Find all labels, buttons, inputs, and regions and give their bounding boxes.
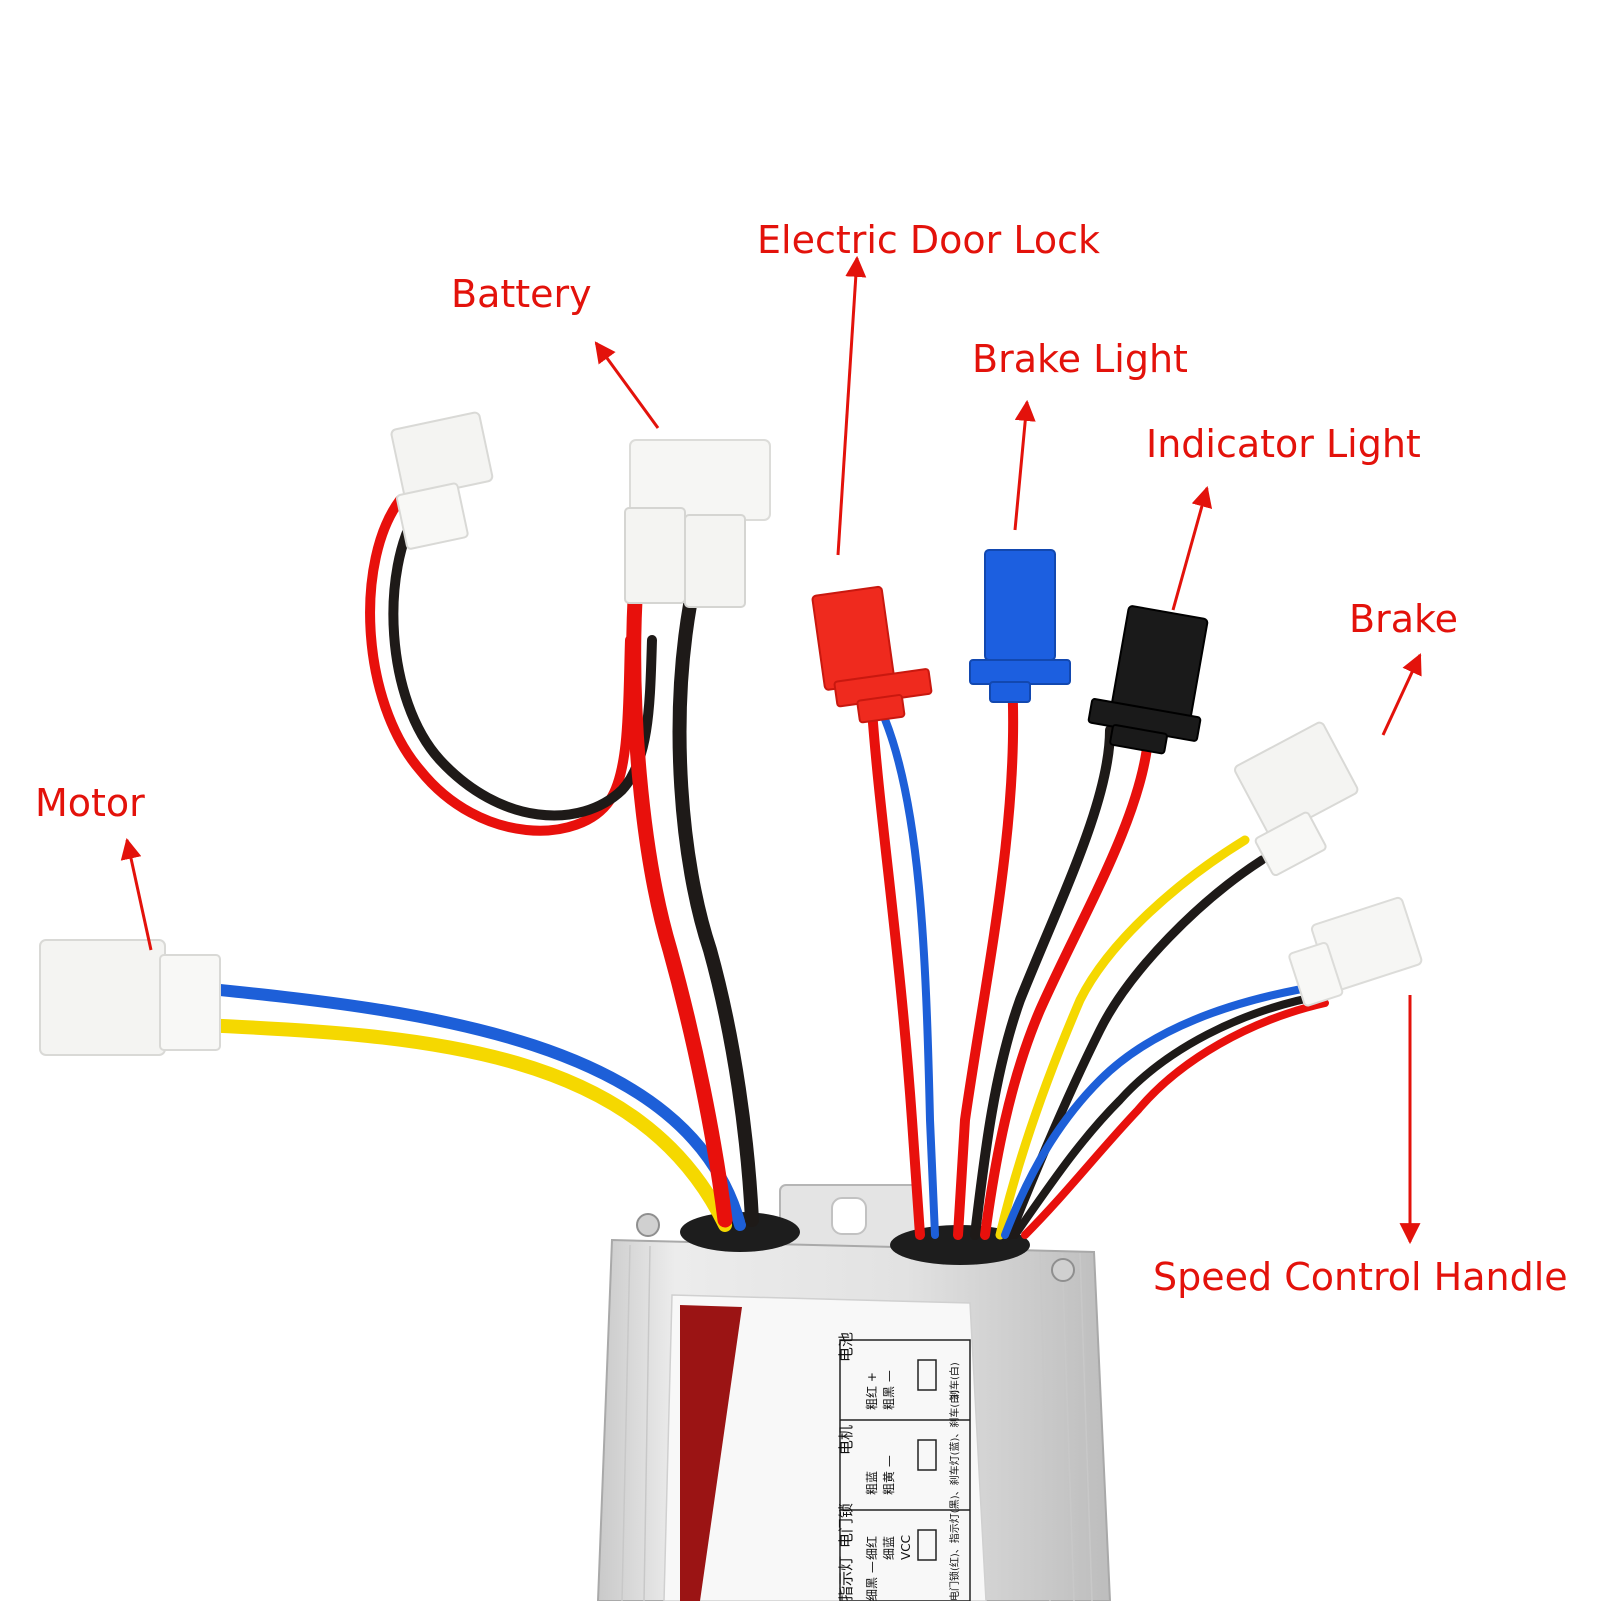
sticker-diagram-box <box>839 1339 971 1601</box>
housing-screw-right <box>1051 1258 1075 1282</box>
sticker-col4-sub: 细黑 — <box>865 1561 879 1601</box>
label-motor: Motor <box>35 781 145 825</box>
wire-door-lock-red <box>867 705 925 1240</box>
wire-battery-loop-black <box>388 505 657 821</box>
wire-indicator-black <box>970 725 1115 1240</box>
arrow-electric-door-lock <box>836 255 867 556</box>
mounting-hole <box>831 1197 867 1235</box>
sticker-footer1: 刹车(白) <box>948 1362 961 1400</box>
wire-battery-black <box>672 598 759 1227</box>
sticker-col2: 电机 <box>837 1425 855 1455</box>
sticker-col2-sub: 粗蓝 <box>865 1471 879 1495</box>
sticker-col3-vcc: VCC <box>899 1535 913 1560</box>
brake-white-connector <box>1234 721 1359 877</box>
wire-throttle-black <box>1011 991 1329 1239</box>
wire-throttle-red <box>1021 999 1329 1239</box>
sticker-col4: 指示灯 <box>837 1556 855 1601</box>
arrow-brake <box>1381 653 1422 736</box>
wire-door-lock-blue <box>878 708 939 1239</box>
sticker-col3-sub: 细红 <box>864 1536 879 1560</box>
battery-main-connector <box>624 439 771 608</box>
indicator-black-connector <box>1087 605 1209 755</box>
arrow-indicator-light <box>1171 485 1213 611</box>
connectors <box>39 411 1423 1056</box>
brake-light-blue-connector <box>969 549 1071 703</box>
wire-brake-yellow <box>995 835 1250 1240</box>
controller-housing: 电池 电机 电门锁 指示灯 粗红 + 粗黑 — 粗蓝 粗黄 — 细红 细蓝 VC… <box>596 1184 1112 1601</box>
wire-motor-yellow <box>193 1018 732 1232</box>
sticker-footer2: 电门锁(红)、指示灯(黑)、刹车灯(蓝)、刹车(白) <box>948 1390 961 1601</box>
sticker-col3-sub2: 细蓝 <box>882 1536 896 1560</box>
sticker-col1-sub: 粗红 + <box>864 1372 879 1410</box>
label-brake: Brake <box>1349 597 1459 641</box>
wire-brake-light-red <box>953 675 1019 1240</box>
sticker-diagram-lines <box>840 1359 970 1561</box>
arrow-motor <box>120 837 153 951</box>
label-brake-light: Brake Light <box>972 337 1188 381</box>
wire-indicator-red <box>980 735 1153 1240</box>
wire-motor-blue <box>194 982 746 1231</box>
housing-screw-left <box>636 1213 660 1237</box>
wires <box>193 495 1329 1240</box>
label-speed-control-handle: Speed Control Handle <box>1153 1255 1568 1299</box>
controller-sticker <box>663 1294 987 1601</box>
throttle-white-connector <box>1288 896 1423 1007</box>
callout-arrows <box>120 255 1422 1245</box>
wire-battery-red <box>626 592 733 1228</box>
sticker-red-stripe <box>680 1305 742 1601</box>
sticker-col2-sub2: 粗黄 — <box>882 1455 896 1495</box>
wire-throttle-blue <box>1001 981 1329 1239</box>
wire-battery-loop-red <box>365 495 635 836</box>
arrow-brake-light <box>1013 399 1036 531</box>
grommet-left <box>680 1212 800 1252</box>
label-indicator-light: Indicator Light <box>1146 422 1421 466</box>
motor-connector <box>39 939 221 1056</box>
sticker-col3: 电门锁 <box>837 1503 855 1548</box>
door-lock-red-connector <box>811 585 933 724</box>
arrow-battery <box>594 341 660 429</box>
label-battery: Battery <box>451 272 592 316</box>
label-electric-door-lock: Electric Door Lock <box>757 218 1101 262</box>
sticker-col1-sub2: 粗黑 — <box>882 1370 896 1410</box>
housing-fins <box>621 1244 1093 1601</box>
sticker-col1: 电池 <box>837 1332 855 1362</box>
battery-small-connector <box>390 411 494 550</box>
